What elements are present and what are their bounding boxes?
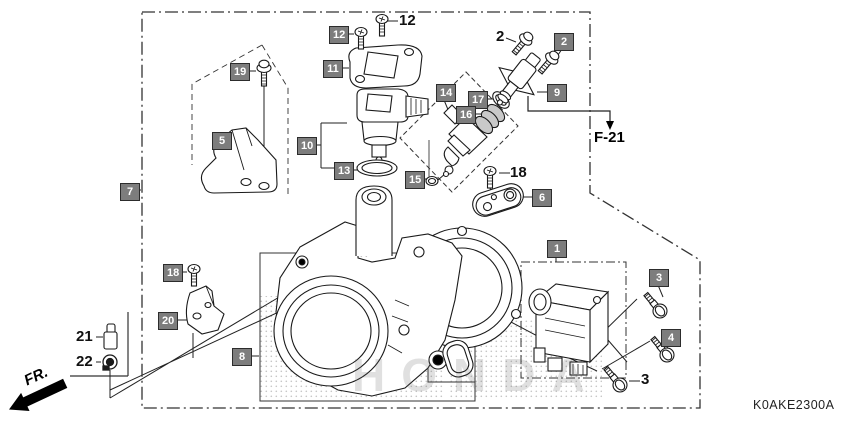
clamp-22 — [102, 354, 118, 371]
callout-box-8: 8 — [232, 348, 252, 366]
cap-21 — [103, 323, 118, 350]
callout-box-15: 15 — [405, 171, 426, 189]
callout-box-3: 3 — [649, 269, 669, 287]
callout-box-2: 2 — [554, 33, 574, 51]
callout-box-14: 14 — [436, 84, 457, 102]
callout-text-18: 18 — [510, 164, 527, 181]
honda-watermark: HONDA — [352, 349, 601, 401]
callout-box-5: 5 — [212, 132, 232, 150]
callout-text-21: 21 — [76, 328, 93, 345]
callout-box-7: 7 — [120, 183, 140, 201]
callout-box-4: 4 — [661, 329, 681, 347]
callout-box-1: 1 — [547, 240, 567, 258]
sensor-10-group — [348, 44, 429, 177]
bracket-20 — [185, 285, 225, 335]
callout-box-9: 9 — [547, 84, 567, 102]
callout-text-2: 2 — [496, 28, 505, 45]
callout-text-3: 3 — [641, 371, 650, 388]
part-code: K0AKE2300A — [753, 398, 835, 412]
sensor-9 — [496, 52, 541, 106]
callout-box-12: 12 — [329, 26, 350, 44]
callout-box-16: 16 — [456, 106, 477, 124]
figure-border — [141, 11, 701, 409]
throttle-body — [273, 185, 523, 397]
callout-box-13: 13 — [334, 162, 355, 180]
callout-box-18: 18 — [163, 264, 184, 282]
callout-text-22: 22 — [76, 353, 93, 370]
figure-ref-f21: F-21 — [594, 129, 625, 146]
callout-box-17: 17 — [468, 91, 489, 109]
callout-box-20: 20 — [158, 312, 179, 330]
callout-box-11: 11 — [323, 60, 343, 78]
callout-box-10: 10 — [297, 137, 318, 155]
actuator-1 — [528, 283, 610, 376]
mount-plate-6 — [472, 183, 524, 217]
callout-box-6: 6 — [532, 189, 552, 207]
callout-box-19: 19 — [230, 63, 251, 81]
callout-text-12: 12 — [399, 12, 416, 29]
fr-arrow — [8, 378, 68, 411]
